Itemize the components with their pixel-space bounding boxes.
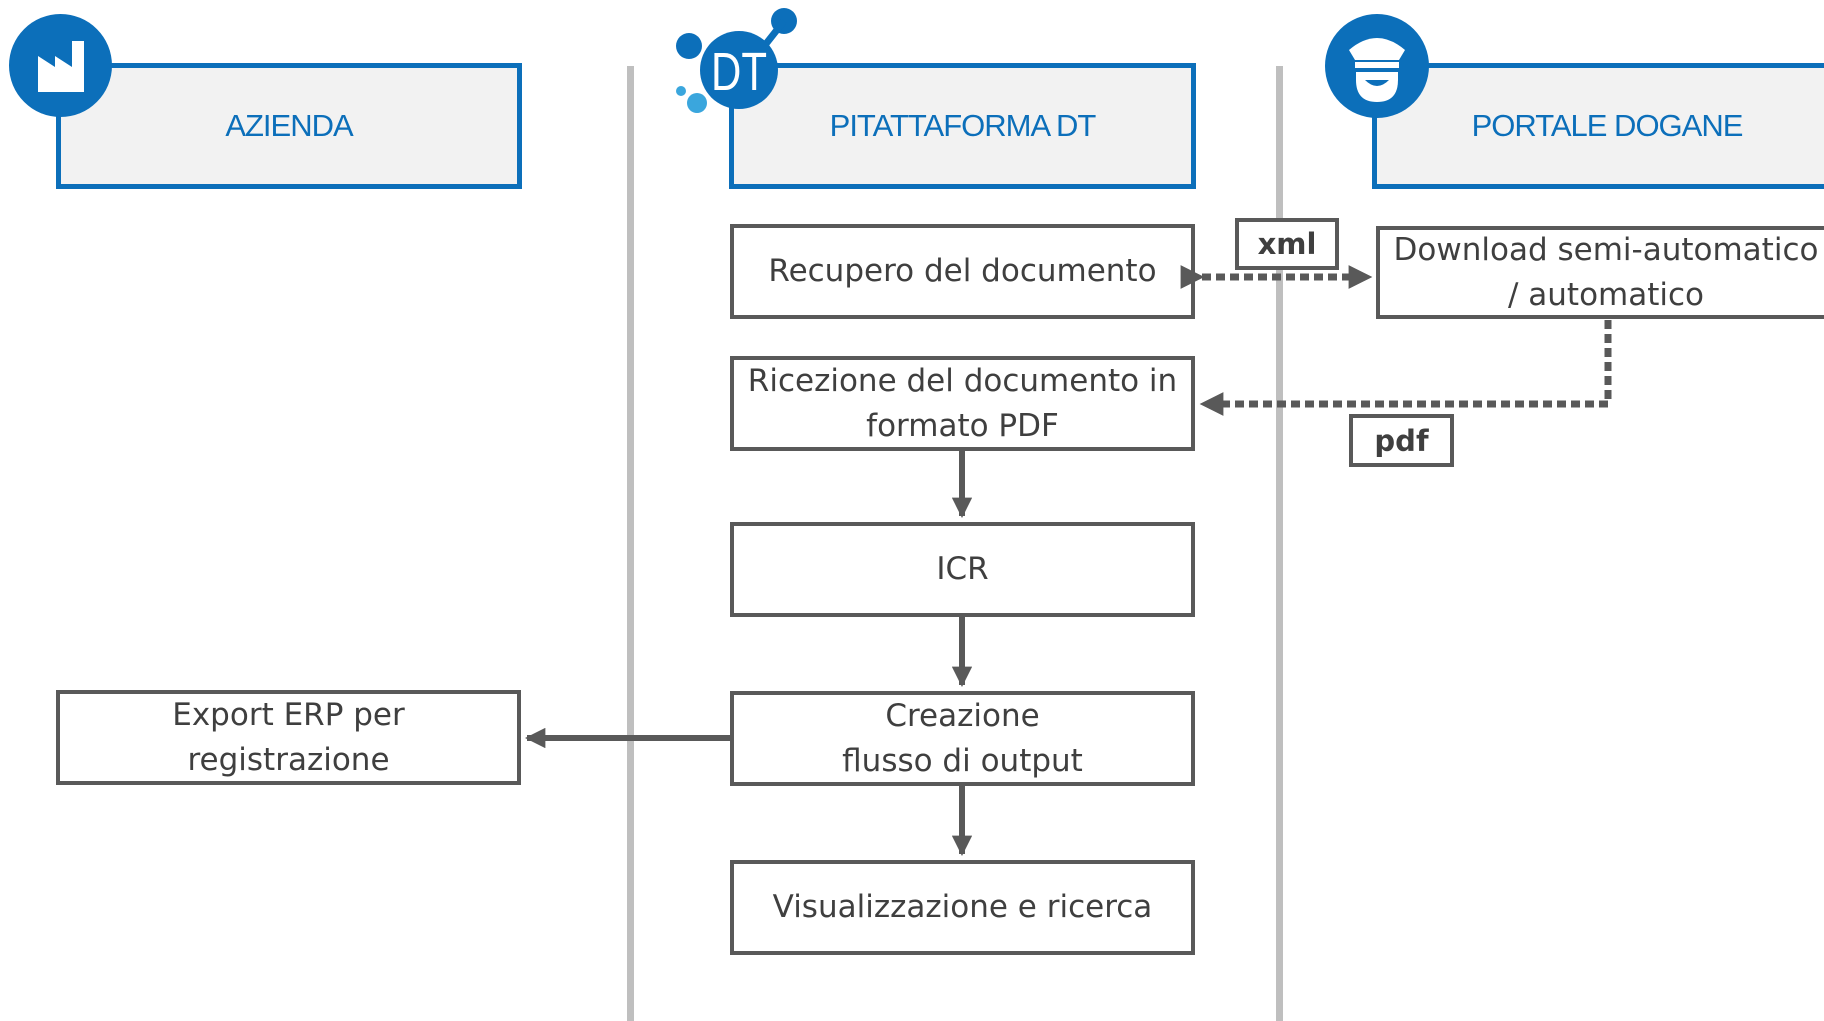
tag-xml: xml — [1235, 218, 1339, 270]
step-ricezione-pdf: Ricezione del documento in formato PDF — [730, 356, 1195, 451]
lane-divider-left — [627, 66, 634, 1021]
factory-icon — [9, 14, 112, 117]
lane-divider-right — [1276, 66, 1283, 1021]
lane-title-piattaforma: PITATTAFORMA DT — [829, 108, 1097, 143]
arrow-pdf-return — [1199, 320, 1612, 416]
dt-logo: DT — [676, 8, 797, 113]
lane-header-dogane: PORTALE DOGANE — [1372, 63, 1824, 189]
officer-icon — [1325, 14, 1429, 118]
lane-title-dogane: PORTALE DOGANE — [1471, 108, 1744, 143]
step-recupero-documento: Recupero del documento — [730, 224, 1195, 319]
step-download: Download semi-automatico / automatico — [1376, 226, 1824, 319]
tag-pdf: pdf — [1349, 414, 1454, 467]
lane-header-azienda: AZIENDA — [56, 63, 522, 189]
step-creazione-flusso: Creazione flusso di output — [730, 691, 1195, 786]
dt-logo-text: DT — [711, 42, 767, 102]
step-icr: ICR — [730, 522, 1195, 617]
lane-title-azienda: AZIENDA — [225, 108, 353, 143]
lane-header-piattaforma: PITATTAFORMA DT — [729, 63, 1196, 189]
step-visualizzazione-ricerca: Visualizzazione e ricerca — [730, 860, 1195, 955]
step-export-erp: Export ERP per registrazione — [56, 690, 521, 785]
